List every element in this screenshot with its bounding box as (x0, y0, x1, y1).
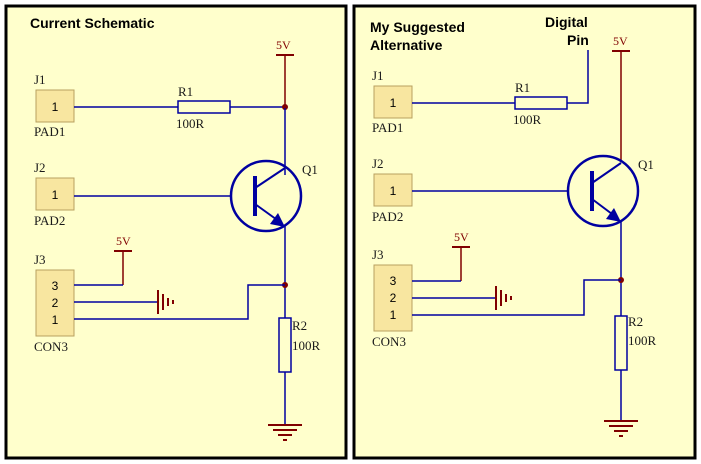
right-r2-value: 100R (628, 333, 657, 348)
left-j1-name: PAD1 (34, 124, 65, 139)
left-j3-pin3: 3 (52, 279, 59, 293)
left-j3-ref: J3 (34, 252, 46, 267)
left-vcc-con-label: 5V (116, 234, 131, 248)
left-j2-pin: 1 (52, 188, 59, 202)
right-r2-body (614, 315, 628, 371)
left-j3-pin1: 1 (52, 313, 59, 327)
right-r2-ref: R2 (628, 314, 643, 329)
left-r2-ref: R2 (292, 318, 307, 333)
right-j3-pin2: 2 (390, 291, 397, 305)
left-j1-pin: 1 (52, 100, 59, 114)
right-j3-pin1-wire (412, 279, 621, 316)
right-panel-title-line1: My Suggested (370, 19, 465, 35)
left-junction-top (282, 104, 288, 110)
right-j1-pad (373, 85, 413, 119)
left-r1-body (177, 100, 231, 114)
left-panel-frame (4, 4, 348, 460)
right-panel-title-line2: Alternative (370, 37, 443, 53)
left-j3-pad (35, 269, 75, 337)
left-j2-name: PAD2 (34, 213, 65, 228)
left-ground-con (157, 290, 174, 314)
right-j2-pad (373, 173, 413, 207)
right-vcc-con-label: 5V (454, 230, 469, 244)
left-j3-name: CON3 (34, 339, 68, 354)
right-j2-name: PAD2 (372, 209, 403, 224)
right-j1-ref: J1 (372, 68, 384, 83)
left-j1-pad (35, 89, 75, 123)
right-q1-transistor (566, 154, 640, 228)
right-ground-con (495, 286, 512, 310)
left-j1-ref: J1 (34, 72, 46, 87)
left-ground-bottom (268, 424, 302, 441)
left-j3-pin2: 2 (52, 296, 59, 310)
left-r2-body (278, 317, 292, 373)
right-digital-label-line1: Digital (545, 14, 588, 30)
left-vcc-top-label: 5V (276, 38, 291, 52)
left-r1-value: 100R (176, 116, 205, 131)
left-panel: Current Schematic 5V J1 1 PAD1 R1 100R J… (4, 4, 348, 460)
left-j3-pin1-wire (74, 284, 285, 320)
right-ground-bottom (604, 420, 638, 437)
right-j3-pin1: 1 (390, 308, 397, 322)
right-j3-pad (373, 264, 413, 332)
right-j3-pin3: 3 (390, 274, 397, 288)
left-q1-ref: Q1 (302, 162, 318, 177)
left-r2-value: 100R (292, 338, 321, 353)
left-j2-pad (35, 177, 75, 211)
right-q1-ref: Q1 (638, 157, 654, 172)
right-j2-ref: J2 (372, 156, 384, 171)
right-digital-pin-wire (567, 50, 589, 104)
left-q1-transistor (229, 159, 303, 233)
right-j3-name: CON3 (372, 334, 406, 349)
right-digital-label-line2: Pin (567, 32, 589, 48)
right-r1-body (514, 96, 568, 110)
right-vcc-top-label: 5V (613, 34, 628, 48)
left-panel-title: Current Schematic (30, 15, 155, 31)
right-j1-pin: 1 (390, 96, 397, 110)
right-j3-ref: J3 (372, 247, 384, 262)
right-panel-frame (352, 4, 697, 460)
left-r1-ref: R1 (178, 84, 193, 99)
right-panel: My Suggested Alternative Digital Pin 5V … (352, 4, 697, 460)
right-j1-name: PAD1 (372, 120, 403, 135)
left-j2-ref: J2 (34, 160, 46, 175)
right-j2-pin: 1 (390, 184, 397, 198)
right-r1-ref: R1 (515, 80, 530, 95)
right-r1-value: 100R (513, 112, 542, 127)
